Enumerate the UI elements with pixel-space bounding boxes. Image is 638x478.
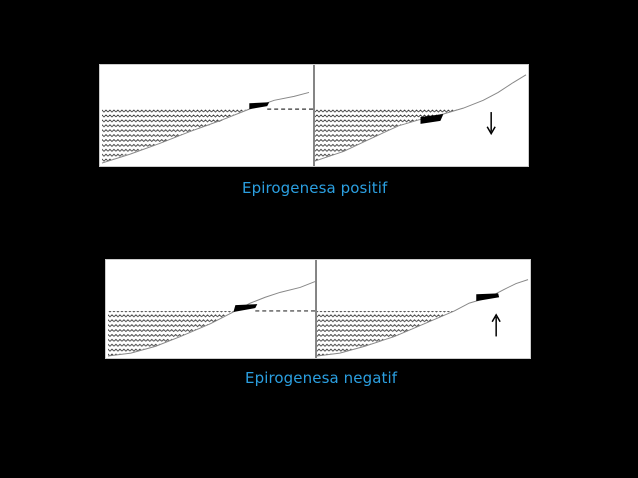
- arrow-up-icon: [491, 313, 501, 337]
- sea-water: [314, 108, 464, 162]
- coast-deposit: [233, 304, 258, 312]
- negatif-after-state: [316, 279, 529, 357]
- diagram-epirogenesa-positif: [99, 64, 529, 167]
- sea-water: [101, 108, 250, 164]
- coastline: [314, 74, 527, 162]
- coast-deposit: [420, 114, 444, 124]
- diagram-positif-svg: [101, 65, 527, 166]
- sea-water: [107, 310, 234, 357]
- diagram-epirogenesa-negatif: [105, 259, 531, 359]
- positif-before-state: [101, 91, 314, 164]
- coast-deposit: [476, 293, 500, 302]
- coastline: [101, 91, 310, 164]
- sea-water: [317, 310, 455, 357]
- coastline: [316, 279, 529, 357]
- arrow-down-icon: [486, 112, 496, 136]
- coastline: [107, 281, 316, 357]
- negatif-before-state: [107, 281, 316, 357]
- positif-after-state: [314, 74, 527, 162]
- caption-epirogenesa-positif: Epirogenesa positif: [242, 179, 388, 197]
- coast-deposit: [249, 102, 270, 110]
- caption-epirogenesa-negatif: Epirogenesa negatif: [245, 369, 398, 387]
- diagram-negatif-svg: [107, 260, 529, 358]
